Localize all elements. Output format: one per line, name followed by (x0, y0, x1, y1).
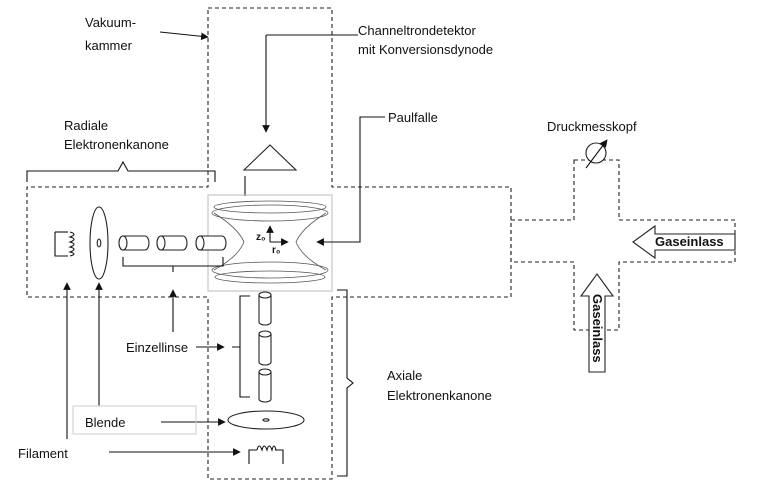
gas-inlet-vertical-label: Gaseinlass (590, 294, 605, 363)
gas-cross-outline (510, 159, 736, 331)
radial-einzel-lens-icon (118, 235, 227, 251)
radiale-label-line1: Radiale (64, 118, 108, 133)
axial-gun-brace (337, 289, 354, 477)
druckmesskopf-label: Druckmesskopf (547, 119, 637, 134)
blende-label: Blende (85, 415, 125, 430)
einzellinse-label: Einzellinse (126, 340, 188, 355)
paul-trap-electrodes-icon (211, 200, 329, 284)
axial-filament-icon (248, 445, 284, 464)
vakuum-label: Vakuum- (85, 15, 136, 30)
paulfalle-pointer (316, 116, 385, 246)
axial-einzel-lens-icon (258, 291, 272, 403)
axiale-label-line1: Axiale (387, 368, 422, 383)
vacuum-chamber-outline (26, 7, 512, 480)
gas-inlet-horizontal-label: Gaseinlass (655, 234, 724, 249)
radial-gun-brace (26, 160, 216, 182)
radial-lens-brace (122, 257, 224, 272)
kammer-label: kammer (85, 38, 133, 53)
axial-lens-brace (232, 295, 250, 398)
filament-label: Filament (18, 446, 68, 461)
channeltron-detector-icon (242, 144, 298, 171)
channeltron-label-line2: mit Konversionsdynode (358, 42, 493, 57)
radial-filament-icon (54, 231, 75, 257)
vakuum-pointer (159, 31, 209, 41)
blende-label-box (72, 405, 197, 435)
paul-trap-box (207, 194, 333, 292)
pressure-gauge-icon (585, 139, 608, 169)
radial-aperture-icon (89, 206, 109, 280)
r0-label: r₀ (272, 245, 280, 256)
axiale-label-line2: Elektronenkanone (387, 388, 492, 403)
paulfalle-label: Paulfalle (388, 110, 438, 125)
z0-label: z₀ (256, 232, 266, 243)
gas-inlet-horizontal-arrow (632, 224, 736, 260)
channeltron-label-line1: Channeltrondetektor (358, 23, 476, 38)
axial-aperture-icon (227, 410, 305, 430)
gas-inlet-vertical-arrow (579, 273, 615, 373)
radiale-label-line2: Elektronenkanone (64, 137, 169, 152)
